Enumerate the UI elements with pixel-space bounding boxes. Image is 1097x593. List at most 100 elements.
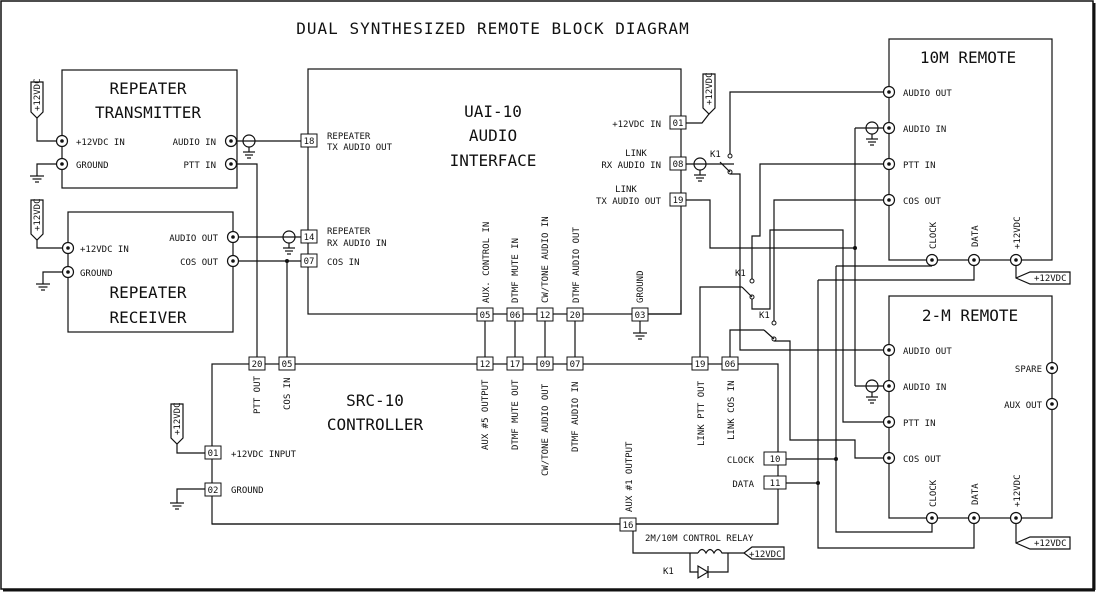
remote10-audio-out-jack — [882, 85, 896, 99]
relay-caption: 2M/10M CONTROL RELAY — [645, 534, 754, 544]
tx-pwr-jack — [55, 134, 69, 148]
uai-pin-08-num: 08 — [673, 160, 684, 170]
remote10-audio-in-label: AUDIO IN — [903, 125, 946, 135]
uai-p01-label: +12VDC IN — [612, 120, 661, 130]
src-pin-02-num: 02 — [208, 486, 219, 496]
src-pins: 20 05 12 17 09 07 19 06 01 02 10 11 16 — [204, 356, 787, 532]
uai-pin-01 — [669, 115, 687, 130]
tx-ptt-in-jack — [224, 157, 238, 171]
remote-2m: 2-M REMOTE AUDIO OUT AUDIO IN PTT IN COS… — [888, 295, 1053, 519]
rx-ground-label: GROUND — [80, 269, 113, 279]
src-p01-label: +12VDC INPUT — [231, 450, 297, 460]
uai-p14-label-1: REPEATER — [327, 227, 371, 237]
uai-pin-05-num: 05 — [480, 311, 491, 321]
rx-supply-tag — [30, 199, 44, 241]
rx-supply-label: +12VDC — [33, 198, 43, 231]
uai-10-audio-interface: UAI-10 AUDIO INTERFACE REPEATER TX AUDIO… — [307, 68, 682, 315]
remote10-pwr-label: +12VDC — [1013, 216, 1023, 249]
uai-pin-18-num: 18 — [304, 137, 315, 147]
uai-pin-20-num: 20 — [570, 311, 581, 321]
remote2-audio-out-jack — [882, 343, 896, 357]
uai-name-2: AUDIO — [469, 126, 517, 145]
src-p02-label: GROUND — [231, 486, 264, 496]
rx-name-1: REPEATER — [109, 283, 186, 302]
remote2-aux-out-label: AUX OUT — [1004, 401, 1043, 411]
src-p20-label: PTT OUT — [253, 375, 263, 414]
remote2-pwr-jack — [1009, 511, 1023, 525]
remote2-spare-label: SPARE — [1015, 365, 1042, 375]
tx-ground-jack — [55, 157, 69, 171]
uai-pin-06-num: 06 — [510, 311, 521, 321]
uai-pin-08 — [669, 156, 687, 171]
tx-supply-tag — [30, 81, 44, 119]
relay-k1-label: K1 — [663, 567, 674, 577]
src-p06-label: LINK COS IN — [727, 380, 737, 440]
remote2-clock-jack — [925, 511, 939, 525]
tx-ptt-in-label: PTT IN — [183, 161, 216, 171]
remote2-ptt-in-jack — [882, 415, 896, 429]
uai-pin-14 — [300, 229, 318, 244]
rx-pwr-jack — [61, 241, 75, 255]
tx-pwr-label: +12VDC IN — [76, 138, 125, 148]
src-pin-20-num: 20 — [252, 360, 263, 370]
tx-supply-label: +12VDC — [33, 78, 43, 111]
uai-pin-12-num: 12 — [540, 311, 551, 321]
relay-supply-label: +12VDC — [749, 550, 782, 560]
src-pin-11-num: 11 — [770, 479, 781, 489]
uai-pin-06 — [506, 307, 524, 322]
remote10-audio-out-label: AUDIO OUT — [903, 89, 952, 99]
remote10-cos-out-label: COS OUT — [903, 197, 942, 207]
rx-pwr-label: +12VDC IN — [80, 245, 129, 255]
remote10-clock-label: CLOCK — [929, 221, 939, 249]
uai-supply-label: +12VDC — [705, 72, 715, 105]
uai-p18-label-2: TX AUDIO OUT — [327, 143, 393, 153]
uai-pin-19-num: 19 — [673, 196, 684, 206]
uai-pin-03-num: 03 — [635, 311, 646, 321]
src-pin-05 — [278, 356, 296, 371]
src-pin-12-num: 12 — [480, 360, 491, 370]
uai-pin-07-num: 07 — [304, 257, 315, 267]
remote2-audio-out-label: AUDIO OUT — [903, 347, 952, 357]
remote10-data-label: DATA — [971, 225, 981, 247]
rx-cos-out-label: COS OUT — [180, 258, 219, 268]
repeater-receiver: +12VDC IN GROUND AUDIO OUT COS OUT REPEA… — [67, 211, 234, 333]
src-p17-label: DTMF MUTE OUT — [511, 379, 521, 450]
src-name-2: CONTROLLER — [327, 415, 424, 434]
remote10-name: 10M REMOTE — [920, 48, 1016, 67]
remote10-supply-label: +12VDC — [1034, 274, 1067, 284]
tx-audio-in-jack — [224, 134, 238, 148]
remote2-aux-out-jack — [1045, 397, 1059, 411]
remote10-audio-in-jack — [882, 121, 896, 135]
remote10-ptt-in-label: PTT IN — [903, 161, 936, 171]
k1-label-c: K1 — [759, 311, 770, 321]
rx-cos-out-jack — [226, 254, 240, 268]
uai-pin-20 — [566, 307, 584, 322]
uai-pin-05 — [476, 307, 494, 322]
uai-pin-18 — [300, 133, 318, 148]
src-pin-06 — [721, 356, 739, 371]
src-pin-07 — [566, 356, 584, 371]
src-pin-17 — [506, 356, 524, 371]
src-supply-label: +12VDC — [173, 402, 183, 435]
remote2-supply-label: +12VDC — [1034, 539, 1067, 549]
src-pin-16-num: 16 — [623, 521, 634, 531]
src-p05-label: COS IN — [283, 377, 293, 410]
remote10-cos-out-jack — [882, 193, 896, 207]
uai-pin-14-num: 14 — [304, 233, 315, 243]
uai-pin-07 — [300, 253, 318, 268]
repeater-transmitter: REPEATER TRANSMITTER +12VDC IN GROUND AU… — [61, 69, 238, 189]
src-pin-20 — [248, 356, 266, 371]
uai-p08-label-2: RX AUDIO IN — [601, 161, 661, 171]
remote10-data-jack — [967, 253, 981, 267]
uai-p19-label-1: LINK — [615, 185, 637, 195]
tx-ground-label: GROUND — [76, 161, 109, 171]
src-p12-label: AUX #5 OUTPUT — [481, 379, 491, 450]
remote2-clock-label: CLOCK — [929, 479, 939, 507]
src-pin-06-num: 06 — [725, 360, 736, 370]
rx-ground-jack — [61, 265, 75, 279]
src-p11-label: DATA — [732, 480, 754, 490]
k1-label-a: K1 — [710, 150, 721, 160]
uai-p07-label: COS IN — [327, 258, 360, 268]
uai-pin-01-num: 01 — [673, 119, 684, 129]
